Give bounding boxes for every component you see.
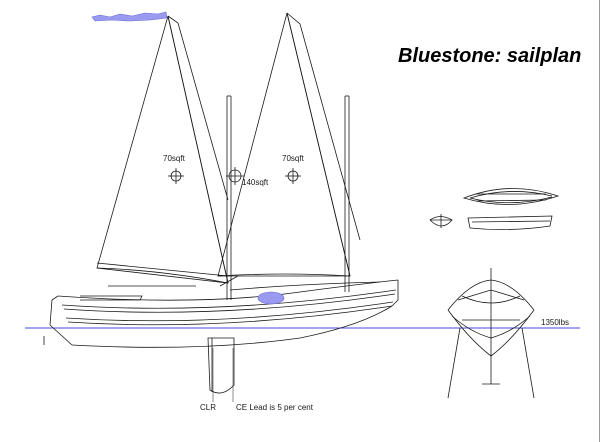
plan-view-profile	[467, 215, 553, 230]
combined-centroid	[226, 167, 244, 185]
body-section	[447, 268, 535, 399]
ce-lead-label: CE Lead is 5 per cent	[236, 403, 313, 412]
fore-sail-centroid	[285, 168, 301, 184]
aft-sail-area-label: 70sqft	[163, 154, 185, 163]
blue-scribble	[91, 11, 168, 22]
aft-lugsail	[96, 15, 229, 284]
blue-patch	[257, 291, 285, 305]
aft-sail-centroid	[168, 168, 184, 184]
centreboard	[207, 337, 235, 394]
fore-mast	[344, 95, 350, 292]
page-title: Bluestone: sailplan	[398, 45, 582, 67]
aft-mast	[226, 95, 232, 300]
plan-view-top	[462, 188, 560, 205]
fore-sail-area-label: 70sqft	[282, 154, 304, 163]
plan-view-section-small	[429, 214, 453, 228]
clr-label: CLR	[200, 403, 217, 412]
fore-lugsail	[217, 12, 361, 277]
displacement-label: 1350lbs	[541, 318, 570, 327]
total-sail-area-label: 140sqft	[242, 178, 269, 187]
